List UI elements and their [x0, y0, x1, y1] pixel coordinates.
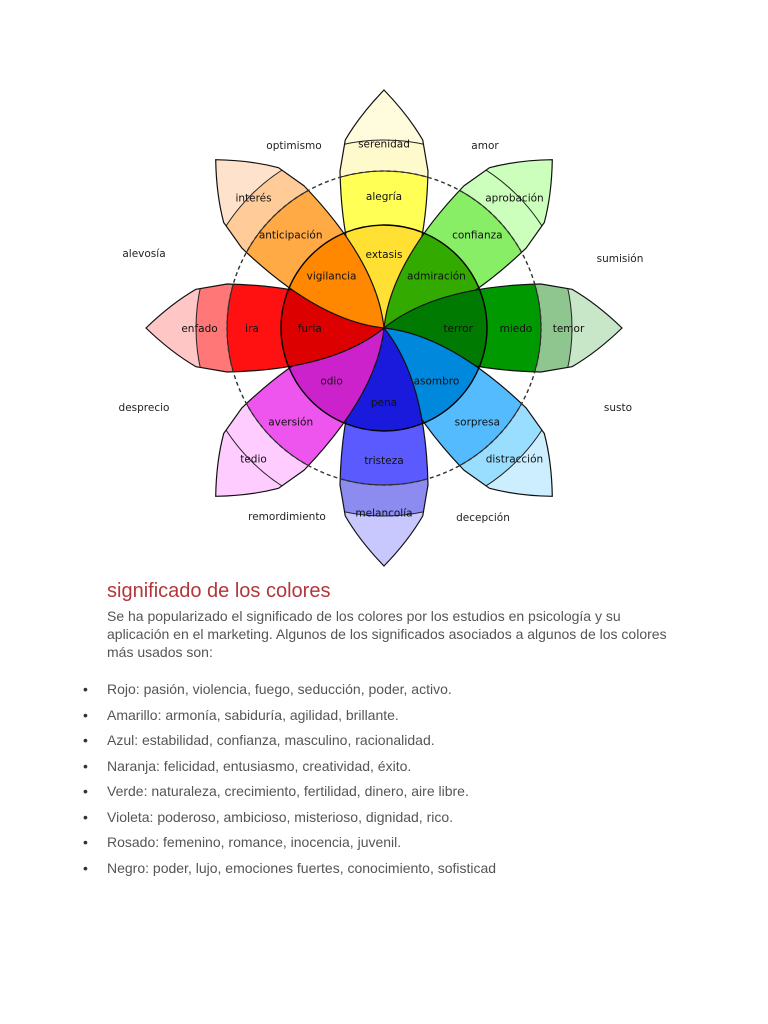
color-meaning-item: • Verde: naturaleza, crecimiento, fertili… [83, 781, 496, 807]
color-meaning-item: • Naranja: felicidad, entusiasmo, creativ… [83, 756, 496, 782]
emotion-wheel-figure: serenidad alegría extasis aprobación confian… [0, 80, 768, 580]
color-meaning-text: Rojo: pasión, violencia, fuego, seducció… [107, 681, 452, 697]
petal-label-inner: admiración [407, 271, 466, 283]
petal-label-mid: aversión [268, 416, 313, 428]
color-meaning-text: Verde: naturaleza, crecimiento, fertilid… [107, 783, 469, 799]
petal-label-inner: asombro [414, 375, 460, 387]
color-meaning-item: • Amarillo: armonía, sabiduría, agilidad,… [83, 705, 496, 731]
outer-label-disapproval: decepción [456, 512, 510, 524]
outer-label-optimism: optimismo [266, 140, 321, 152]
petal-label-outer: distracción [486, 453, 543, 465]
petal-label-outer: aprobación [485, 193, 543, 205]
petal-label-inner: terror [443, 323, 473, 335]
petal-inner-band [384, 328, 487, 431]
color-meaning-item: • Negro: poder, lujo, emociones fuertes, … [83, 858, 496, 884]
color-meaning-text: Azul: estabilidad, confianza, masculino,… [107, 732, 435, 748]
petal-label-mid: ira [245, 323, 259, 335]
bullet-icon: • [83, 681, 88, 697]
petal-mid-band [227, 328, 384, 485]
petal-inner-band [384, 225, 487, 328]
petal-inner-band [281, 328, 384, 431]
article-heading: significado de los colores [107, 580, 331, 602]
emotion-wheel: serenidad alegría extasis aprobación confian… [119, 89, 644, 567]
color-meaning-item: • Rosado: femenino, romance, inocencia, j… [83, 832, 496, 858]
petal-label-outer: melancolía [355, 508, 412, 520]
petal-mid-band [227, 171, 384, 328]
color-meaning-text: Naranja: felicidad, entusiasmo, creativi… [107, 757, 412, 774]
color-meaning-text: Amarillo: armonía, sabiduría, agilidad, … [107, 706, 399, 723]
petal-label-inner: pena [371, 397, 397, 409]
petal-mid-band [384, 171, 541, 328]
bullet-icon: • [83, 783, 88, 799]
outer-label-aggressiveness: alevosía [122, 248, 165, 260]
outer-label-submission: sumisión [597, 253, 644, 265]
color-meaning-text: Negro: poder, lujo, emociones fuertes, c… [107, 859, 497, 876]
petal-label-mid: alegría [366, 191, 402, 203]
outer-label-love: amor [471, 140, 499, 152]
petal-label-outer: serenidad [358, 139, 410, 151]
petal-label-mid: tristeza [364, 455, 403, 467]
bullet-icon: • [83, 706, 88, 723]
labels-layer: serenidad alegría extasis aprobación confian… [181, 139, 585, 520]
petal-label-inner: furia [298, 323, 322, 335]
petal-label-mid: confianza [452, 230, 503, 242]
dashed-ring [226, 170, 542, 486]
outer-label-awe: susto [604, 402, 632, 414]
petal-mid-band [384, 328, 541, 485]
bullet-icon: • [83, 757, 88, 774]
outer-label-contempt: desprecio [119, 402, 170, 414]
article-intro: Se ha popularizado el significado de los… [107, 608, 667, 660]
color-meanings-list: • Rojo: pasión, violencia, fuego, seducci… [83, 679, 496, 883]
bullet-icon: • [83, 808, 88, 825]
petal-label-inner: vigilancia [307, 271, 357, 283]
petals-layer [145, 89, 623, 567]
inner-ring [280, 224, 488, 432]
outer-label-remorse: remordimiento [248, 511, 326, 523]
petal-label-outer: enfado [181, 323, 217, 335]
outer-labels: optimismo amor sumisión susto decepción … [119, 140, 644, 524]
petal-label-mid: miedo [500, 323, 533, 335]
petal-label-outer: temor [553, 323, 585, 335]
color-meaning-item: • Azul: estabilidad, confianza, masculino… [83, 730, 496, 756]
petal-inner-band [281, 225, 384, 328]
petal-label-inner: extasis [366, 249, 403, 261]
petal-label-mid: sorpresa [455, 416, 500, 428]
petal-anticipation [215, 159, 385, 329]
bullet-icon: • [83, 732, 88, 748]
bullet-icon: • [83, 834, 88, 850]
petal-label-outer: interés [235, 193, 271, 205]
color-meaning-item: • Rojo: pasión, violencia, fuego, seducci… [83, 679, 496, 705]
color-meaning-text: Rosado: femenino, romance, inocencia, ju… [107, 834, 402, 850]
petal-outline [215, 159, 385, 329]
petal-label-mid: anticipación [259, 230, 323, 242]
petal-label-outer: tedio [240, 453, 267, 465]
petal-label-inner: odio [320, 375, 342, 387]
color-meaning-text: Violeta: poderoso, ambicioso, misterioso… [107, 808, 454, 825]
color-meaning-item: • Violeta: poderoso, ambicioso, misterios… [83, 807, 496, 833]
bullet-icon: • [83, 859, 88, 876]
